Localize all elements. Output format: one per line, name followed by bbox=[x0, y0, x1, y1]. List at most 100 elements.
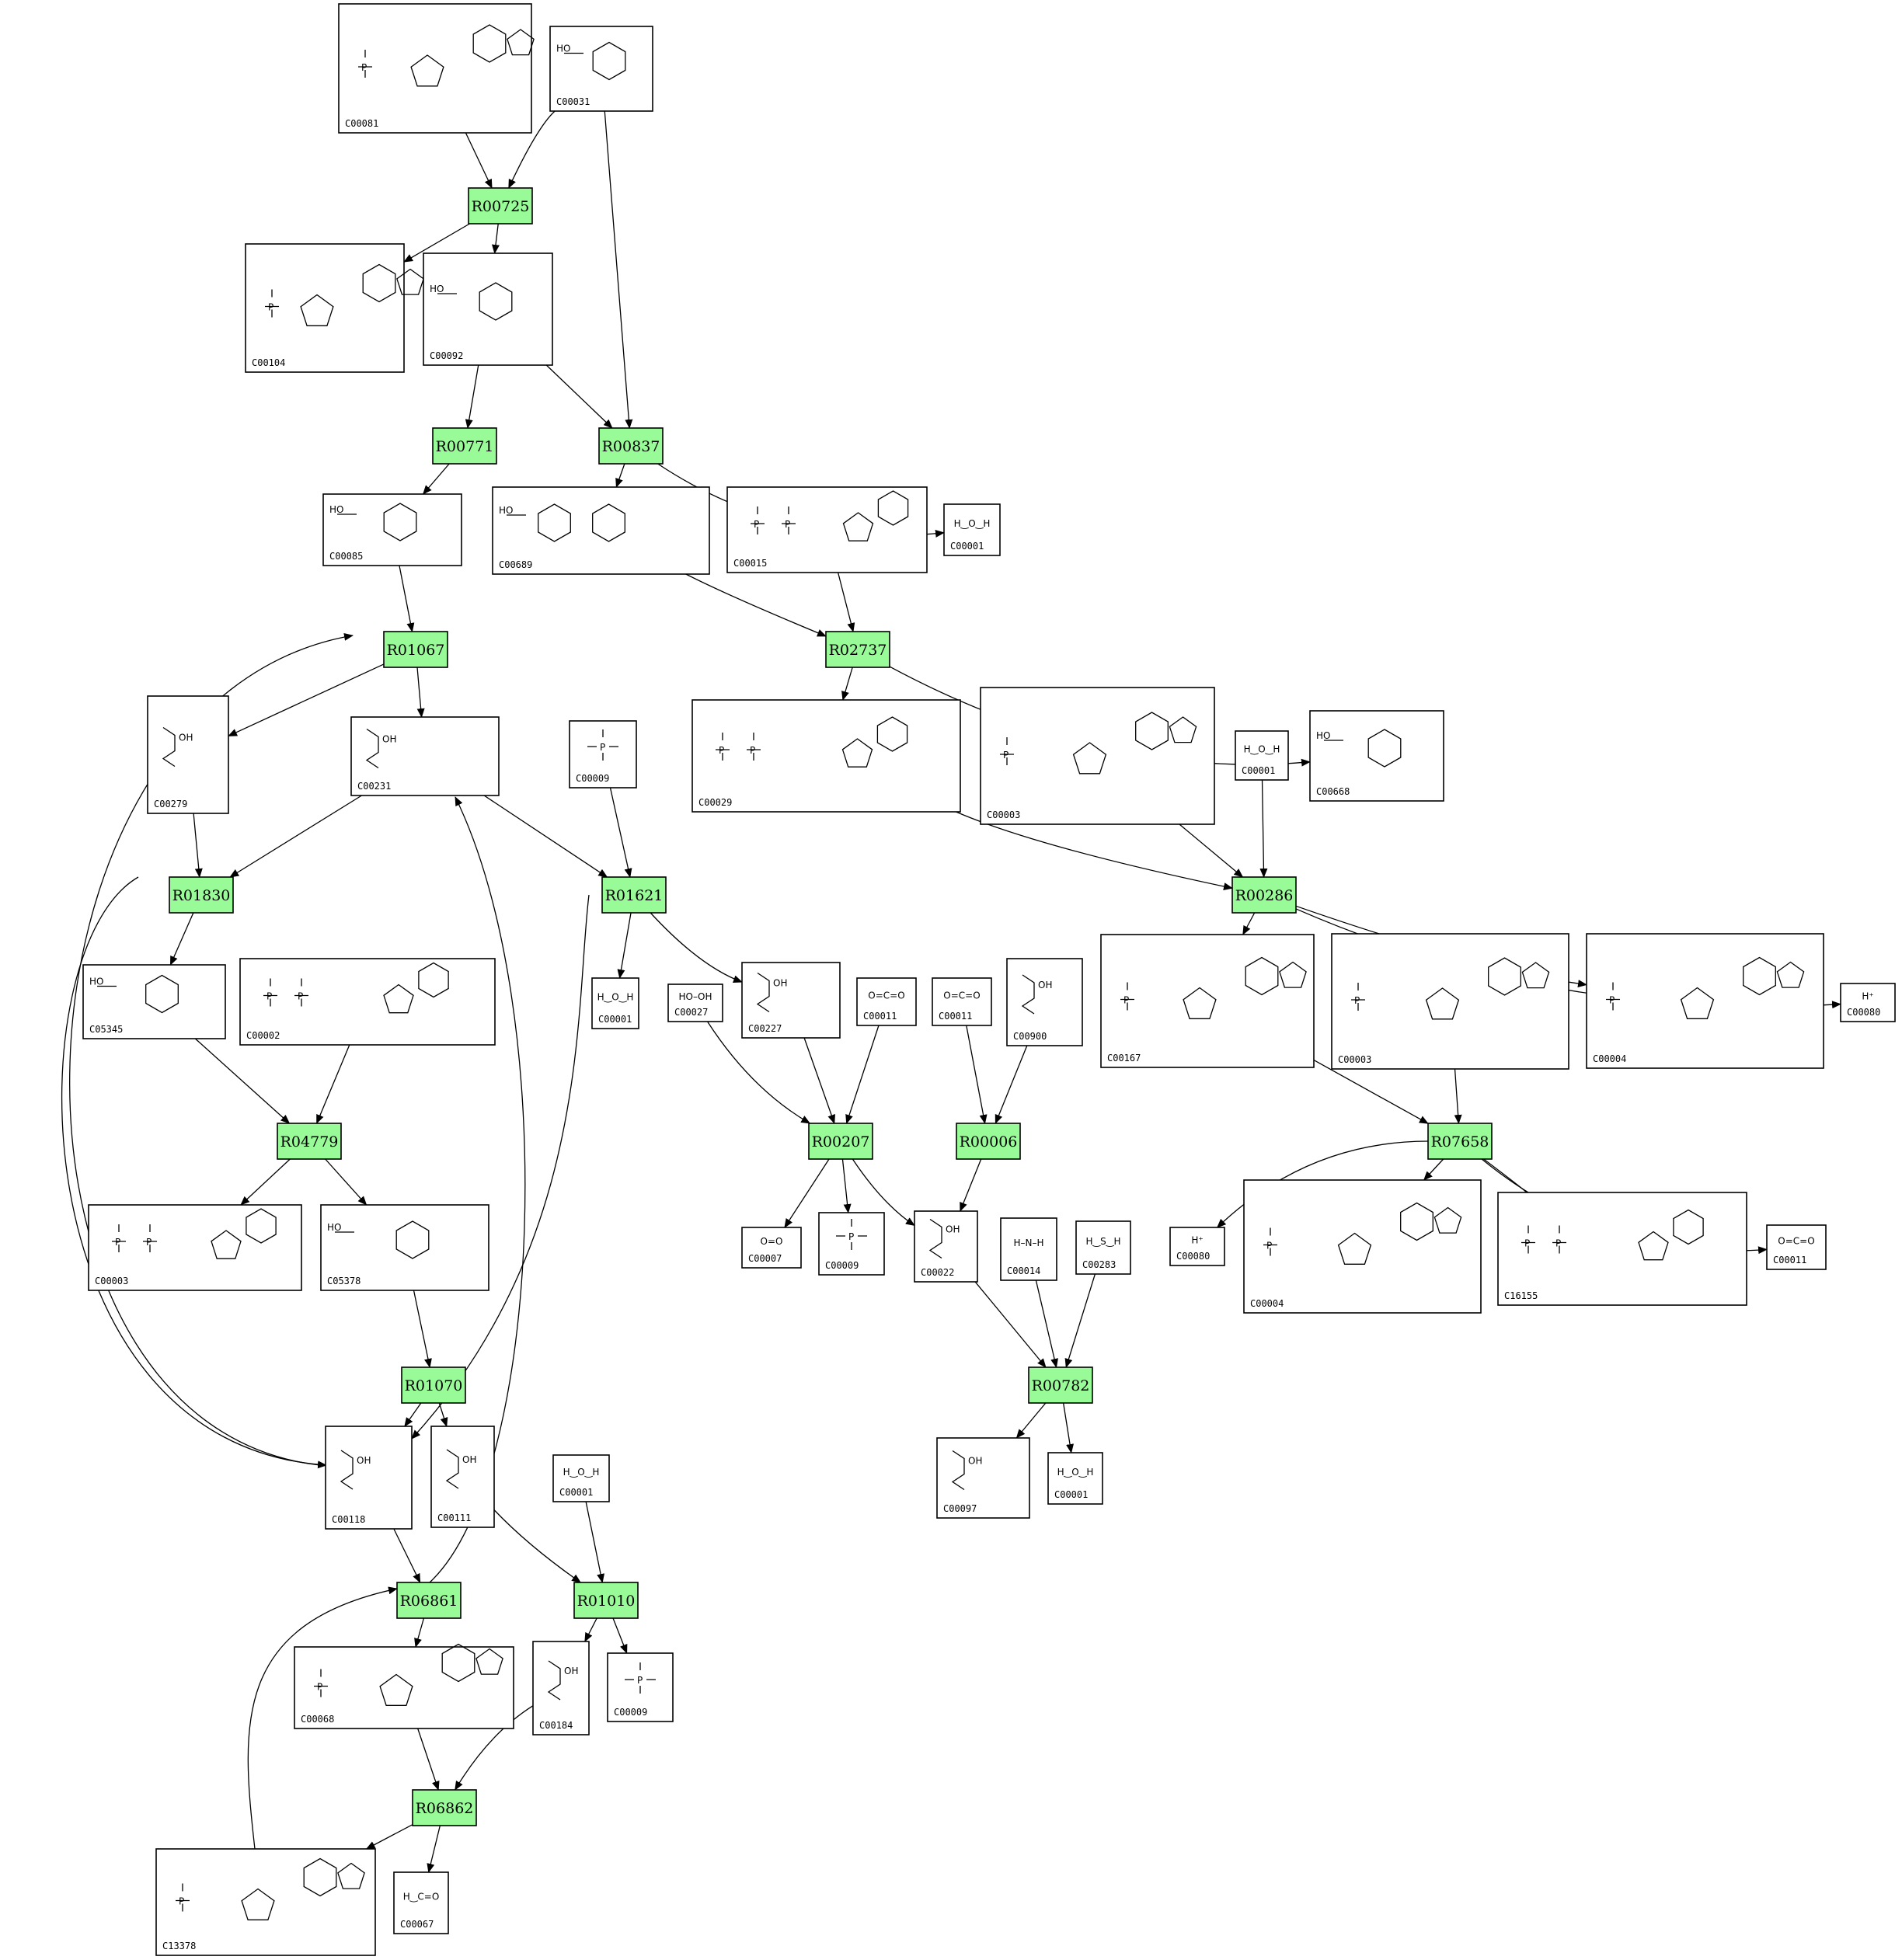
compound-box bbox=[1235, 730, 1289, 781]
atom-symbol: OH bbox=[968, 1456, 982, 1467]
compound-id-label: C00227 bbox=[748, 1023, 782, 1034]
reaction-node[interactable]: R00771 bbox=[432, 427, 497, 465]
compound-box bbox=[1586, 933, 1824, 1069]
edge-c00015-R02737 bbox=[837, 572, 855, 632]
reaction-node[interactable]: R04779 bbox=[277, 1123, 342, 1160]
compound-id-label: C00118 bbox=[332, 1514, 365, 1525]
compound-id-label: C00001 bbox=[950, 541, 984, 552]
compound-box bbox=[943, 503, 1001, 556]
reaction-node[interactable]: R01010 bbox=[573, 1582, 639, 1619]
compound-node[interactable]: H⁺C00080 bbox=[1840, 983, 1896, 1022]
reaction-node[interactable]: R01621 bbox=[601, 876, 667, 914]
reaction-node[interactable]: R00006 bbox=[956, 1123, 1021, 1160]
reaction-node[interactable]: R00725 bbox=[468, 187, 533, 225]
reaction-node[interactable]: R02737 bbox=[825, 631, 890, 668]
compound-id-label: C00085 bbox=[329, 551, 363, 562]
reaction-node[interactable]: R01830 bbox=[169, 876, 234, 914]
compound-id-label: C00014 bbox=[1007, 1265, 1040, 1276]
reaction-node[interactable]: R06862 bbox=[412, 1789, 477, 1826]
compound-box bbox=[667, 983, 723, 1022]
reaction-node[interactable]: R00837 bbox=[598, 427, 664, 465]
atom-symbol: P bbox=[1266, 1241, 1272, 1252]
reaction-id-label: R00725 bbox=[472, 198, 530, 215]
compound-id-label: C00027 bbox=[674, 1007, 708, 1018]
atom-symbol: HO bbox=[430, 284, 444, 294]
edge-R01010-c00184 bbox=[584, 1617, 597, 1642]
reaction-node[interactable]: R01070 bbox=[401, 1366, 466, 1404]
reaction-node[interactable]: R06861 bbox=[396, 1582, 462, 1619]
reaction-node[interactable]: R00286 bbox=[1231, 876, 1297, 914]
atom-symbol: OH bbox=[462, 1454, 476, 1465]
reaction-node[interactable]: R01067 bbox=[383, 631, 448, 668]
compound-id-label: C00009 bbox=[576, 773, 609, 784]
atom-symbol: P bbox=[1555, 1238, 1561, 1249]
reaction-box bbox=[808, 1123, 873, 1160]
edge-R04779-c05378 bbox=[325, 1158, 368, 1206]
atom-symbol: P bbox=[1003, 750, 1008, 761]
compound-formula: O=C=O bbox=[868, 990, 904, 1001]
compound-id-label: C00009 bbox=[825, 1260, 859, 1271]
edge-c00001d-R01010 bbox=[585, 1501, 605, 1583]
atom-symbol: P bbox=[115, 1237, 120, 1248]
compound-formula: H‿O‿H bbox=[563, 1467, 600, 1478]
compound-id-label: C00009 bbox=[614, 1707, 647, 1718]
edge-c00184-R06862 bbox=[455, 1705, 534, 1791]
reaction-node[interactable]: R07658 bbox=[1427, 1123, 1493, 1160]
compound-id-label: C00900 bbox=[1013, 1031, 1047, 1042]
compound-node[interactable]: H⁺C00080 bbox=[1169, 1227, 1225, 1266]
edge-c00003a-R00286 bbox=[1179, 823, 1244, 878]
reaction-id-label: R00782 bbox=[1032, 1377, 1090, 1394]
compound-id-label: C00184 bbox=[539, 1720, 573, 1731]
reaction-node[interactable]: R00207 bbox=[808, 1123, 873, 1160]
compound-box bbox=[1169, 1227, 1225, 1266]
reaction-node[interactable]: R00782 bbox=[1028, 1366, 1093, 1404]
